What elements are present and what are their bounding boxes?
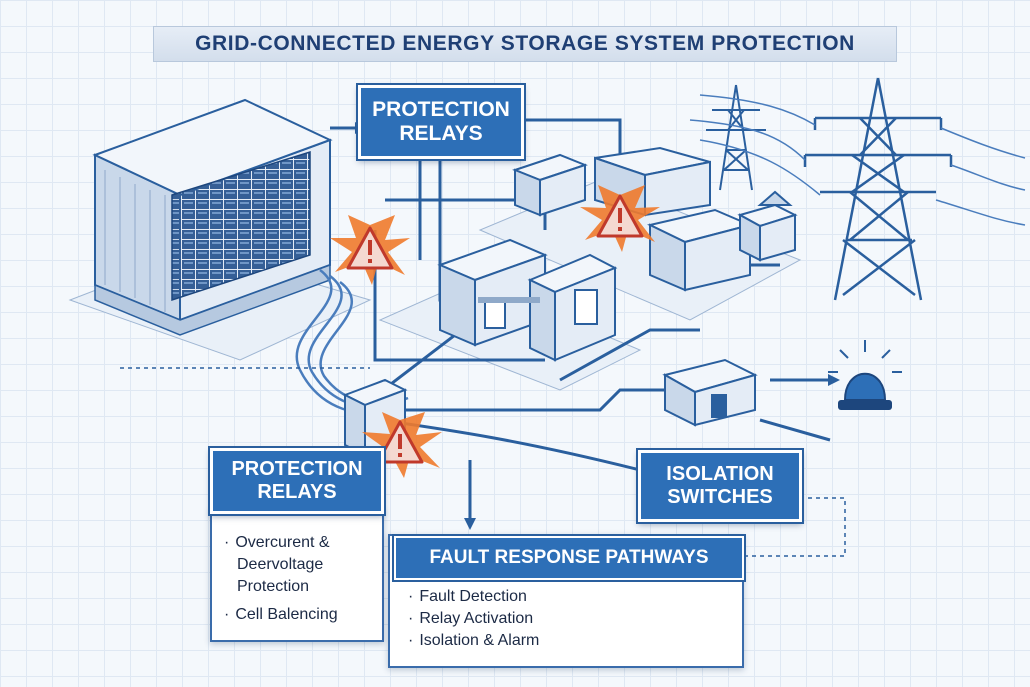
dashed-links [120, 367, 846, 557]
power-lines [689, 94, 1026, 226]
warning-icon [376, 420, 424, 464]
item-text: Deervoltage [237, 556, 324, 573]
list-item: Protection [224, 576, 382, 598]
item-text: Protection [237, 578, 310, 595]
label-line-1: PROTECTION [372, 97, 510, 121]
fault-response-header: FAULT RESPONSE PATHWAYS [392, 534, 746, 582]
protection-relays-list: ·Overcurent & Deervoltage Protection ·Ce… [212, 510, 382, 626]
list-item: ·Cell Balencing [224, 606, 338, 623]
list-item: ·Isolation & Alarm [408, 632, 540, 649]
alarm-beacon-icon [828, 340, 902, 410]
list-item: ·Fault Detection [408, 588, 527, 605]
protection-relays-label-top: PROTECTION RELAYS [356, 83, 526, 161]
label-line-2: SWITCHES [667, 486, 773, 508]
item-text: Fault Detection [419, 588, 527, 605]
item-text: Isolation & Alarm [419, 632, 540, 649]
warning-icon [346, 226, 394, 270]
label-line-2: RELAYS [257, 481, 337, 503]
label-line-1: ISOLATION [666, 463, 774, 485]
label-line-2: RELAYS [399, 122, 483, 145]
list-item: Deervoltage [224, 554, 382, 576]
item-text: Relay Activation [419, 610, 534, 627]
transmission-tower-icon [803, 77, 953, 301]
fault-response-list: ·Fault Detection ·Relay Activation ·Isol… [390, 536, 742, 652]
substation-equipment [512, 146, 798, 292]
item-text: Cell Balencing [235, 606, 338, 623]
item-text: Overcurent & [235, 534, 330, 551]
list-item: ·Relay Activation [408, 610, 534, 627]
battery-container-icon [92, 98, 333, 336]
warning-icon [596, 194, 644, 238]
isolation-switches-label: ISOLATION SWITCHES [636, 448, 804, 524]
list-item: ·Overcurent & [224, 534, 330, 551]
protection-relays-label-bottom: PROTECTION RELAYS [208, 446, 386, 516]
transmission-tower-small-icon [706, 84, 766, 191]
power-converter-units [437, 238, 618, 362]
label-line-1: PROTECTION [231, 458, 363, 480]
protection-relays-panel: ·Overcurent & Deervoltage Protection ·Ce… [210, 508, 384, 642]
page-title: GRID-CONNECTED ENERGY STORAGE SYSTEM PRO… [153, 26, 897, 62]
